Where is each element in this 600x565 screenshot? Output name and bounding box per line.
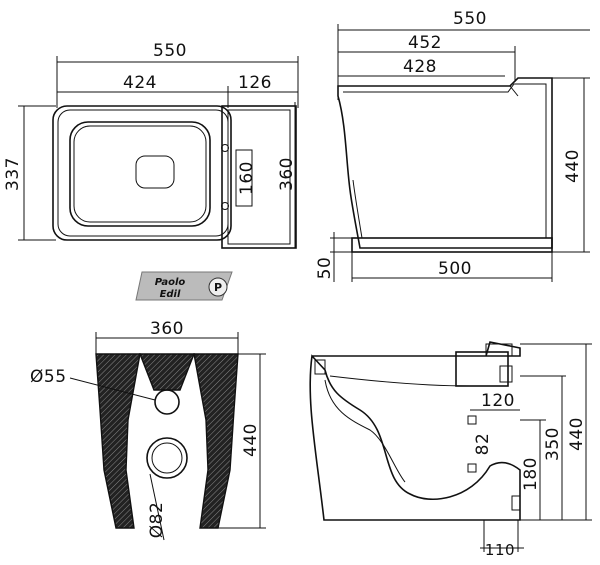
- dim-tank-width: 126: [238, 73, 272, 93]
- top-view: 550 424 126 160 337 360: [3, 41, 299, 249]
- dim-depth: 337: [3, 157, 23, 191]
- dim-350: 350: [543, 427, 563, 461]
- dim-82: 82: [473, 433, 493, 456]
- dim-section-height: 440: [567, 417, 587, 451]
- side-view: 550 452 428 440 50 500: [315, 9, 590, 282]
- dim-side-overall: 550: [453, 9, 487, 29]
- dim-base-width: 500: [438, 259, 472, 279]
- dim-overall-width: 550: [153, 41, 187, 61]
- brand-logo: Paolo Edil P: [135, 271, 233, 301]
- dim-inner: 160: [237, 161, 257, 195]
- dim-110: 110: [485, 541, 515, 559]
- dim-428: 428: [403, 57, 437, 77]
- dim-base-height: 50: [315, 257, 335, 280]
- logo-line2: Edil: [160, 289, 181, 300]
- side-section: 120 82 180 350 440 110: [309, 341, 592, 559]
- dim-bowl-width: 424: [123, 73, 157, 93]
- dim-hole-top: Ø55: [30, 367, 67, 387]
- dim-side-height: 440: [563, 149, 583, 183]
- dim-front-height: 440: [241, 423, 261, 457]
- logo-line1: Paolo: [155, 277, 186, 288]
- dim-tank-depth: 360: [277, 157, 297, 191]
- dim-180: 180: [521, 457, 541, 491]
- dim-hole-bottom: Ø82: [147, 502, 167, 539]
- front-section: 360 Ø55 Ø82 440: [30, 319, 266, 541]
- logo-mark: P: [214, 281, 222, 294]
- dim-front-width: 360: [150, 319, 184, 339]
- dim-452: 452: [408, 33, 442, 53]
- dim-outlet: 120: [481, 391, 515, 411]
